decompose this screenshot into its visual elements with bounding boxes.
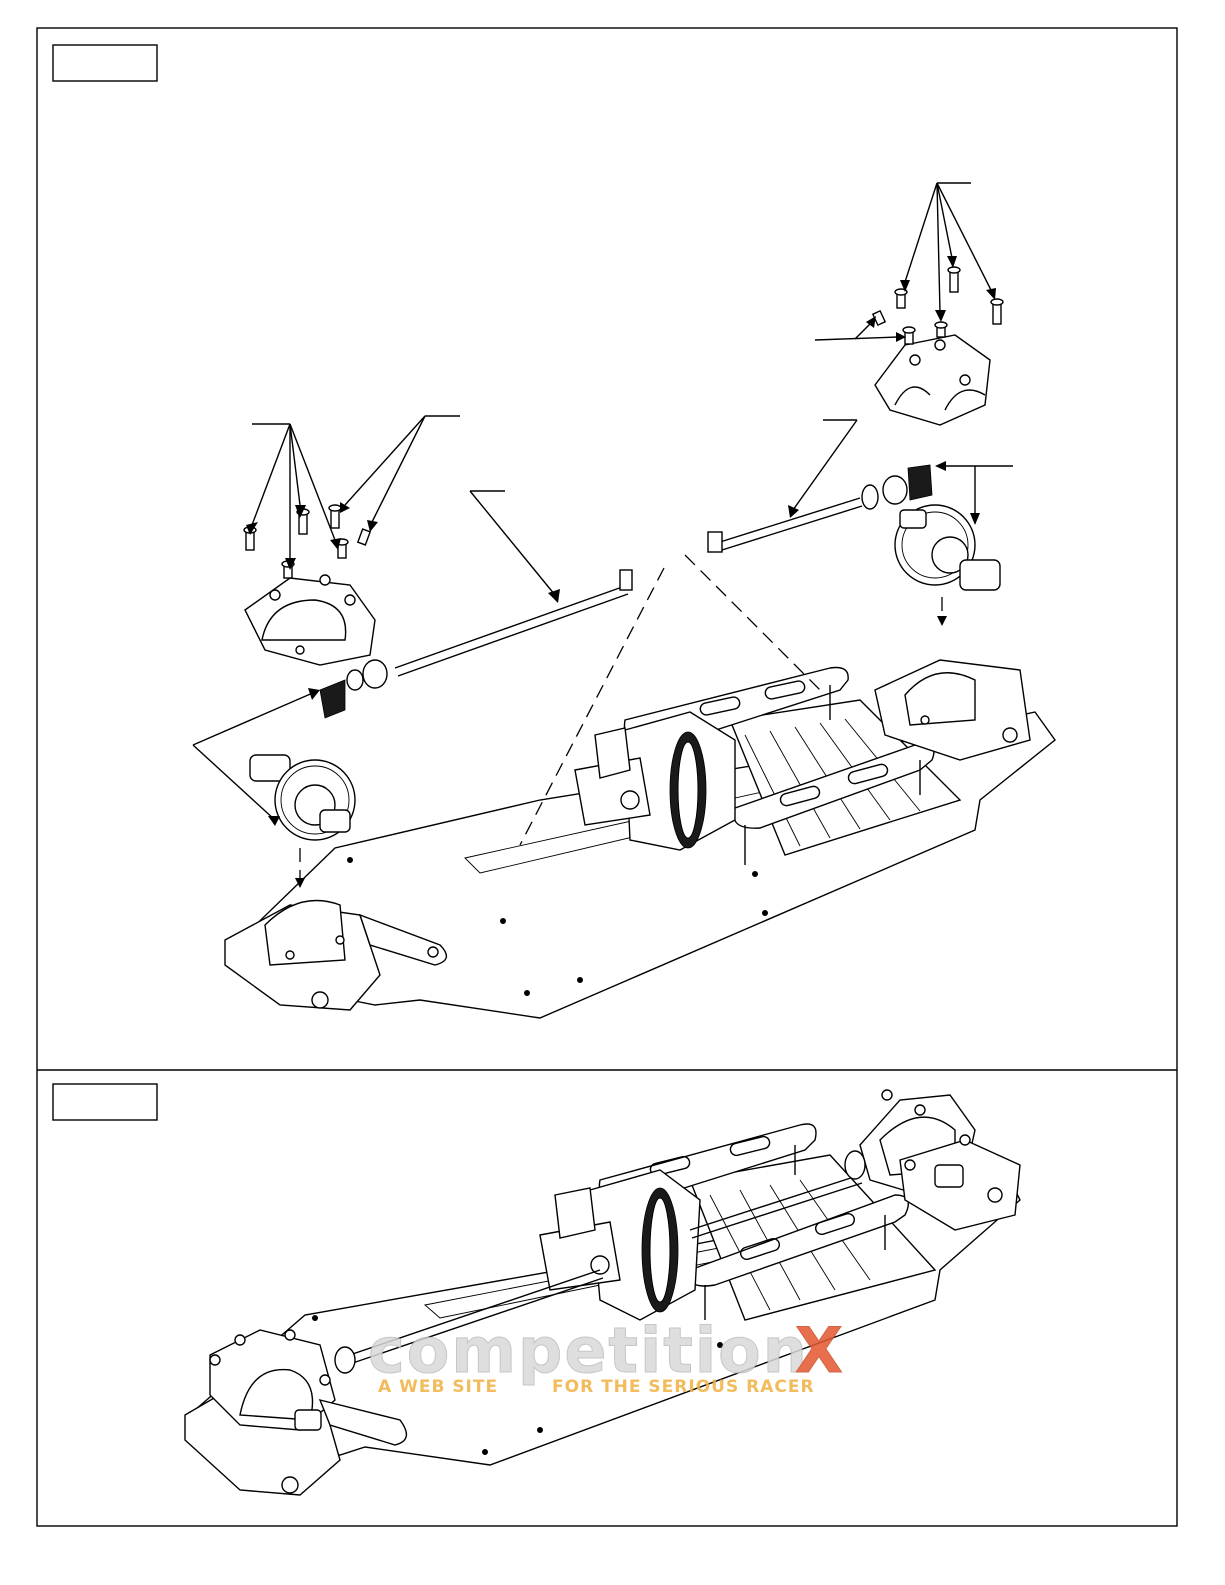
rear-diff-cover (875, 335, 990, 425)
front-ring-gear (250, 755, 355, 840)
rear-ring-gear (895, 505, 1000, 590)
step-label-box-top (53, 45, 157, 81)
step-label-box-bottom (53, 1084, 157, 1120)
watermark-left-tagline: A WEB SITE (378, 1377, 498, 1397)
watermark: competition X A WEB SITE FOR THE SERIOUS… (368, 1314, 843, 1397)
watermark-right-tagline: FOR THE SERIOUS RACER (552, 1377, 815, 1397)
rear-diff-screws (873, 267, 1003, 344)
exploded-view (193, 183, 1055, 1018)
assembled-view (185, 1090, 1020, 1495)
front-diff-cover (245, 575, 375, 665)
front-diff-screws (244, 505, 370, 578)
